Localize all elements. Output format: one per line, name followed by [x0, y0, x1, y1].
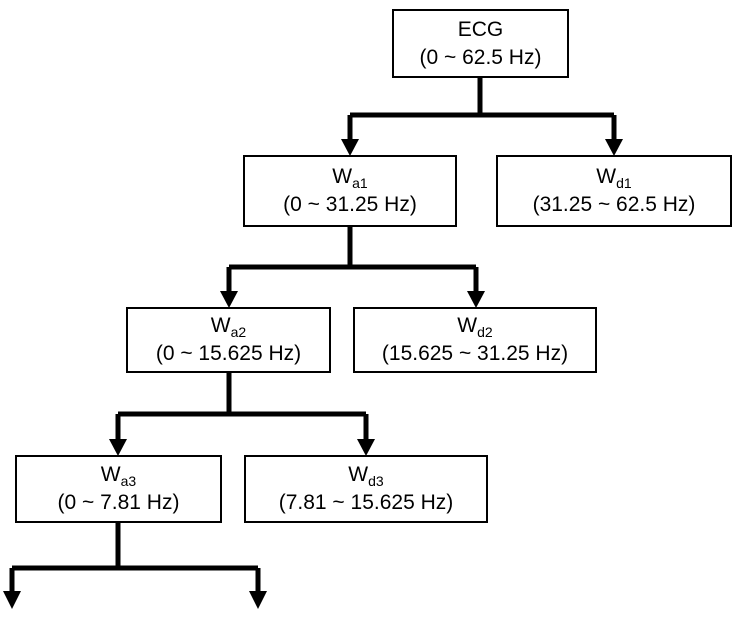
node-ecg-title: ECG	[458, 16, 504, 44]
arrowhead-wa3	[109, 439, 127, 456]
arrowhead-next-right	[249, 591, 267, 609]
arrowhead-next-left	[3, 591, 21, 609]
arrowhead-wa2	[220, 291, 238, 308]
node-wd2-name: W	[457, 314, 478, 337]
node-wa3-subscript: a3	[120, 473, 137, 489]
node-wa1-name: W	[332, 165, 353, 188]
arrowhead-wd3	[357, 439, 375, 456]
arrowhead-wa1	[341, 139, 359, 156]
node-ecg-range: (0 ~ 62.5 Hz)	[419, 45, 542, 69]
node-wd1-subscript: d1	[616, 175, 632, 191]
node-ecg: ECG (0 ~ 62.5 Hz)	[392, 9, 569, 78]
node-wa2-range: (0 ~ 15.625 Hz)	[155, 342, 302, 365]
node-wd2: Wd2 (15.625 ~ 31.25 Hz)	[353, 307, 597, 373]
node-wa3: Wa3 (0 ~ 7.81 Hz)	[15, 455, 222, 523]
node-wd3-subscript: d3	[368, 473, 384, 489]
node-wd1-range: (31.25 ~ 62.5 Hz)	[532, 193, 696, 216]
node-wa2-subscript: a2	[230, 324, 247, 340]
node-wa1-range: (0 ~ 31.25 Hz)	[283, 193, 417, 216]
arrowhead-wd1	[605, 139, 623, 156]
node-wd3-name: W	[348, 463, 369, 486]
node-wa1-title: Wa1	[332, 163, 367, 191]
node-wa2: Wa2 (0 ~ 15.625 Hz)	[126, 307, 331, 373]
node-wa2-title: Wa2	[211, 312, 246, 340]
node-wa1-subscript: a1	[352, 175, 368, 191]
node-wa3-title: Wa3	[101, 461, 136, 489]
node-wa3-range: (0 ~ 7.81 Hz)	[57, 491, 180, 514]
node-wd2-range: (15.625 ~ 31.25 Hz)	[381, 342, 569, 365]
node-wd1: Wd1 (31.25 ~ 62.5 Hz)	[496, 155, 732, 227]
node-ecg-name: ECG	[457, 17, 504, 41]
node-wd3-title: Wd3	[348, 461, 383, 489]
node-wd2-subscript: d2	[477, 324, 493, 340]
node-wa3-name: W	[100, 463, 121, 486]
node-wd1-name: W	[596, 165, 617, 188]
node-wd3: Wd3 (7.81 ~ 15.625 Hz)	[244, 455, 488, 523]
node-wa2-name: W	[210, 314, 231, 337]
arrowhead-wd2	[467, 291, 485, 308]
node-wa1: Wa1 (0 ~ 31.25 Hz)	[243, 155, 457, 227]
node-wd2-title: Wd2	[457, 312, 492, 340]
node-wd1-title: Wd1	[596, 163, 631, 191]
node-wd3-range: (7.81 ~ 15.625 Hz)	[278, 491, 454, 514]
